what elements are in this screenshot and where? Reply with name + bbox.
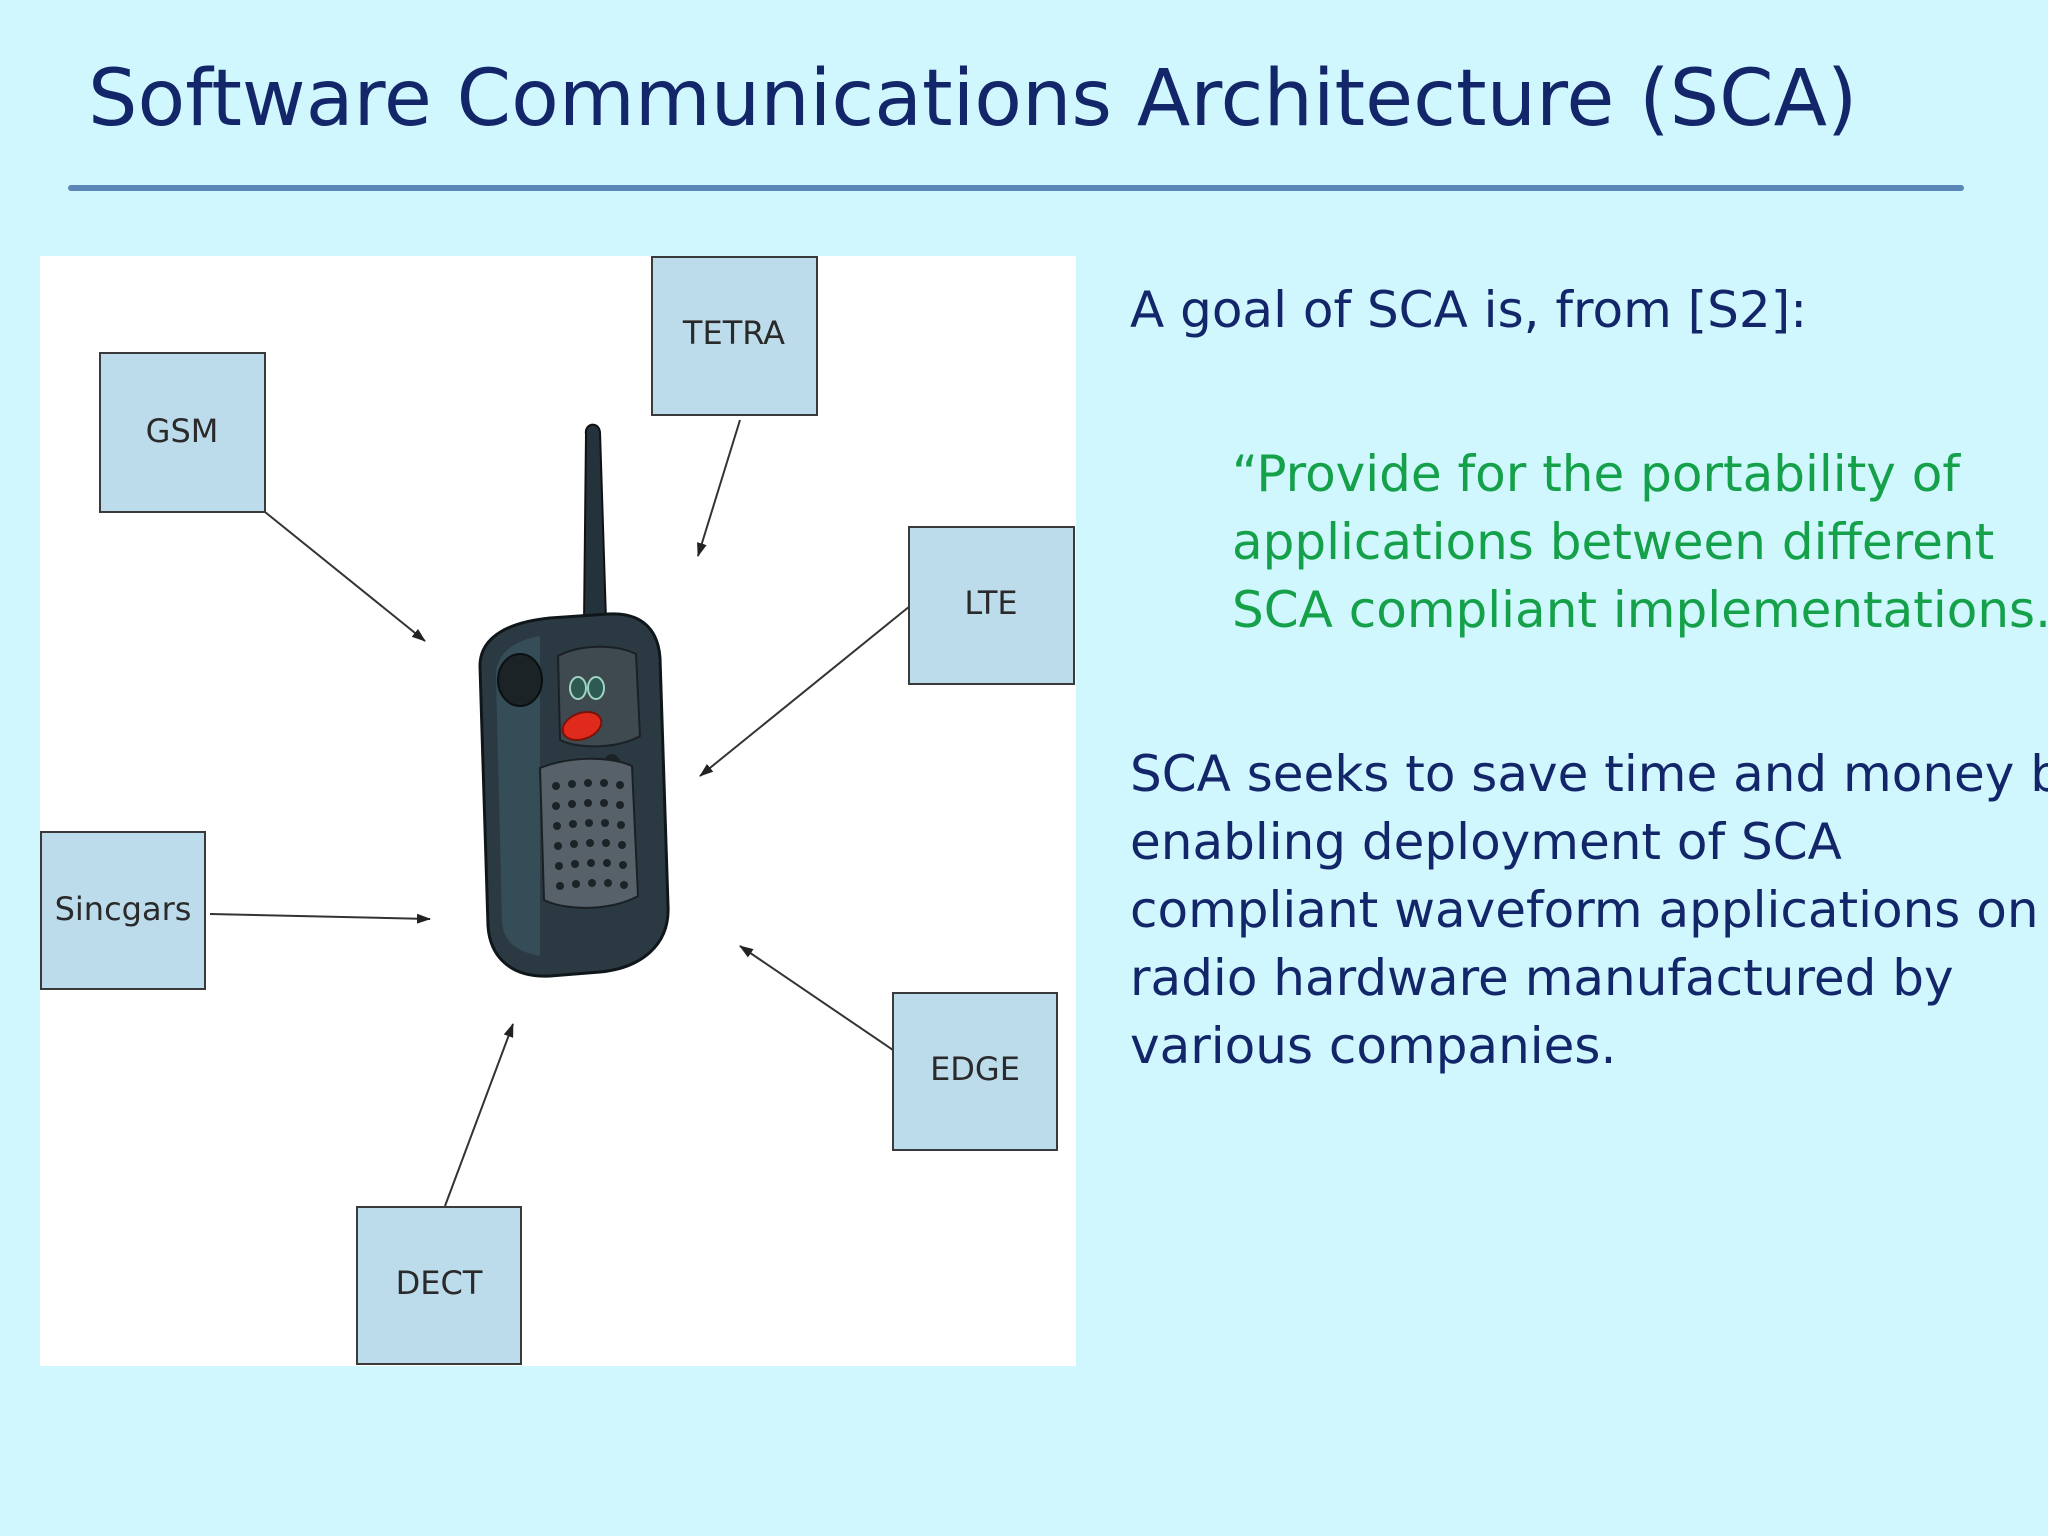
body-line: enabling deployment of SCA [1130,813,1842,871]
box-lte-label: LTE [964,584,1017,622]
arrow-edge [739,945,894,1051]
slide-title: Software Communications Architecture (SC… [88,54,1858,144]
box-edge-label: EDGE [930,1050,1020,1088]
body-line: radio hardware manufactured by [1130,949,1954,1007]
sca-goal-quote: “Provide for the portability of applicat… [1232,440,2048,644]
body-paragraph: SCA seeks to save time and money by enab… [1130,740,2048,1080]
arrow-sincgars [209,913,431,924]
box-sincgars-label: Sincgars [55,890,192,928]
intro-text: A goal of SCA is, from [S2]: [1130,281,1808,339]
arrow-tetra [697,419,741,557]
quote-line: “Provide for the portability of [1232,445,1960,503]
box-tetra-label: TETRA [682,314,785,352]
arrow-dect [444,1023,514,1207]
box-lte: LTE [908,526,1075,685]
box-dect-label: DECT [396,1264,483,1302]
body-line: various companies. [1130,1017,1617,1075]
diagram-arrows [209,419,911,1207]
arrow-lte [699,605,911,777]
box-edge: EDGE [892,992,1058,1151]
quote-line: applications between different [1232,513,1995,571]
title-divider [68,185,1964,191]
radio-handset-icon [478,423,670,978]
box-gsm: GSM [99,352,266,513]
body-line: SCA seeks to save time and money by [1130,745,2048,803]
box-sincgars: Sincgars [40,831,206,990]
box-dect: DECT [356,1206,522,1365]
box-gsm-label: GSM [146,412,219,450]
sca-diagram: GSM TETRA LTE Sincgars EDGE DECT [40,256,1076,1366]
body-line: compliant waveform applications on [1130,881,2039,939]
box-tetra: TETRA [651,256,818,416]
arrow-gsm [264,511,426,642]
quote-line: SCA compliant implementations.” [1232,581,2048,639]
